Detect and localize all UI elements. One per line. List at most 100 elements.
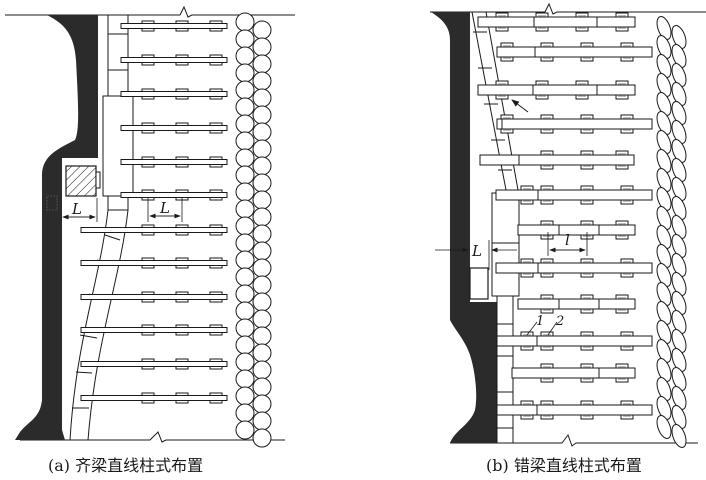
beam-row	[477, 80, 636, 100]
beam-row	[496, 331, 653, 351]
rock	[235, 233, 255, 253]
rock	[235, 267, 255, 287]
rock	[671, 234, 687, 258]
rock	[252, 377, 272, 397]
rock	[671, 348, 687, 372]
floor-break-line	[20, 431, 285, 443]
panel-a-flush-beam-layout: L L	[5, 5, 295, 448]
rock	[235, 250, 255, 270]
caved-rock-a	[235, 12, 272, 448]
rock	[671, 82, 687, 106]
rock	[656, 415, 672, 439]
rock	[656, 54, 672, 78]
rock	[656, 206, 672, 230]
rock	[235, 386, 255, 406]
rock	[252, 258, 272, 278]
rock	[235, 216, 255, 236]
wall-marker	[46, 195, 58, 211]
beam-row	[120, 54, 228, 66]
rock	[235, 131, 255, 151]
beam-row	[80, 257, 228, 269]
beam-row	[120, 20, 228, 32]
rock	[252, 241, 272, 261]
rock	[235, 335, 255, 355]
rock	[252, 122, 272, 142]
beam-segment	[511, 367, 600, 379]
rock	[671, 424, 687, 448]
rock	[671, 44, 687, 68]
beam-row	[80, 358, 228, 370]
rock	[235, 318, 255, 338]
beam-segment	[496, 46, 536, 58]
beam-row	[120, 156, 228, 168]
rock	[671, 63, 687, 87]
beam-row	[496, 114, 653, 134]
rock	[235, 97, 255, 117]
beam-row	[120, 88, 228, 100]
beam	[80, 227, 228, 233]
dimension-label-gap-b: L	[471, 242, 482, 260]
dimension-spacing-b	[547, 232, 588, 256]
rock	[252, 156, 272, 176]
beam	[80, 395, 228, 401]
beam-row	[495, 258, 653, 278]
caption-a: (a) 齐梁直线柱式布置	[48, 456, 204, 475]
rock	[656, 16, 672, 40]
rock	[656, 320, 672, 344]
panel-b-staggered-beam-layout: L l 1 2	[430, 2, 706, 448]
beam-segment	[517, 224, 560, 236]
upper-pack-column	[102, 14, 134, 211]
beam-row	[80, 291, 228, 303]
rock	[252, 20, 272, 40]
beam	[80, 361, 228, 367]
beam-segment	[477, 16, 535, 28]
dimension-gap-b	[435, 240, 517, 270]
rock	[656, 282, 672, 306]
rock	[235, 12, 255, 32]
hatched-chock	[65, 165, 97, 197]
rock	[671, 120, 687, 144]
rock	[252, 360, 272, 380]
beam-row	[477, 12, 636, 32]
rock	[235, 114, 255, 134]
beam-segment	[495, 189, 539, 201]
rock	[252, 71, 272, 91]
rock	[671, 310, 687, 334]
rock	[656, 225, 672, 249]
rock	[656, 92, 672, 116]
beam-segment	[536, 335, 653, 347]
rock	[252, 88, 272, 108]
beam-segment	[598, 298, 636, 310]
beam-segment	[501, 118, 653, 130]
rock	[656, 263, 672, 287]
rock	[235, 403, 255, 423]
coal-wall	[15, 15, 98, 440]
rock	[656, 339, 672, 363]
rock	[671, 291, 687, 315]
beam-segment	[517, 298, 560, 310]
rock	[235, 352, 255, 372]
rock	[235, 80, 255, 100]
rock	[252, 411, 272, 431]
rock	[656, 301, 672, 325]
beam	[80, 260, 228, 266]
dimension-gap-a	[62, 198, 98, 222]
beam-row	[479, 150, 635, 170]
beam-segment	[479, 154, 520, 166]
beam-segment	[558, 298, 600, 310]
rock	[656, 73, 672, 97]
rock	[252, 309, 272, 329]
rock	[671, 215, 687, 239]
beam	[80, 294, 228, 300]
rock	[235, 182, 255, 202]
rock	[252, 394, 272, 414]
rock	[656, 168, 672, 192]
beam	[120, 159, 228, 165]
rock	[656, 377, 672, 401]
beam-segment	[532, 84, 598, 96]
rock	[671, 139, 687, 163]
beam-row	[80, 324, 228, 336]
rock	[252, 105, 272, 125]
beam-segment	[598, 224, 636, 236]
